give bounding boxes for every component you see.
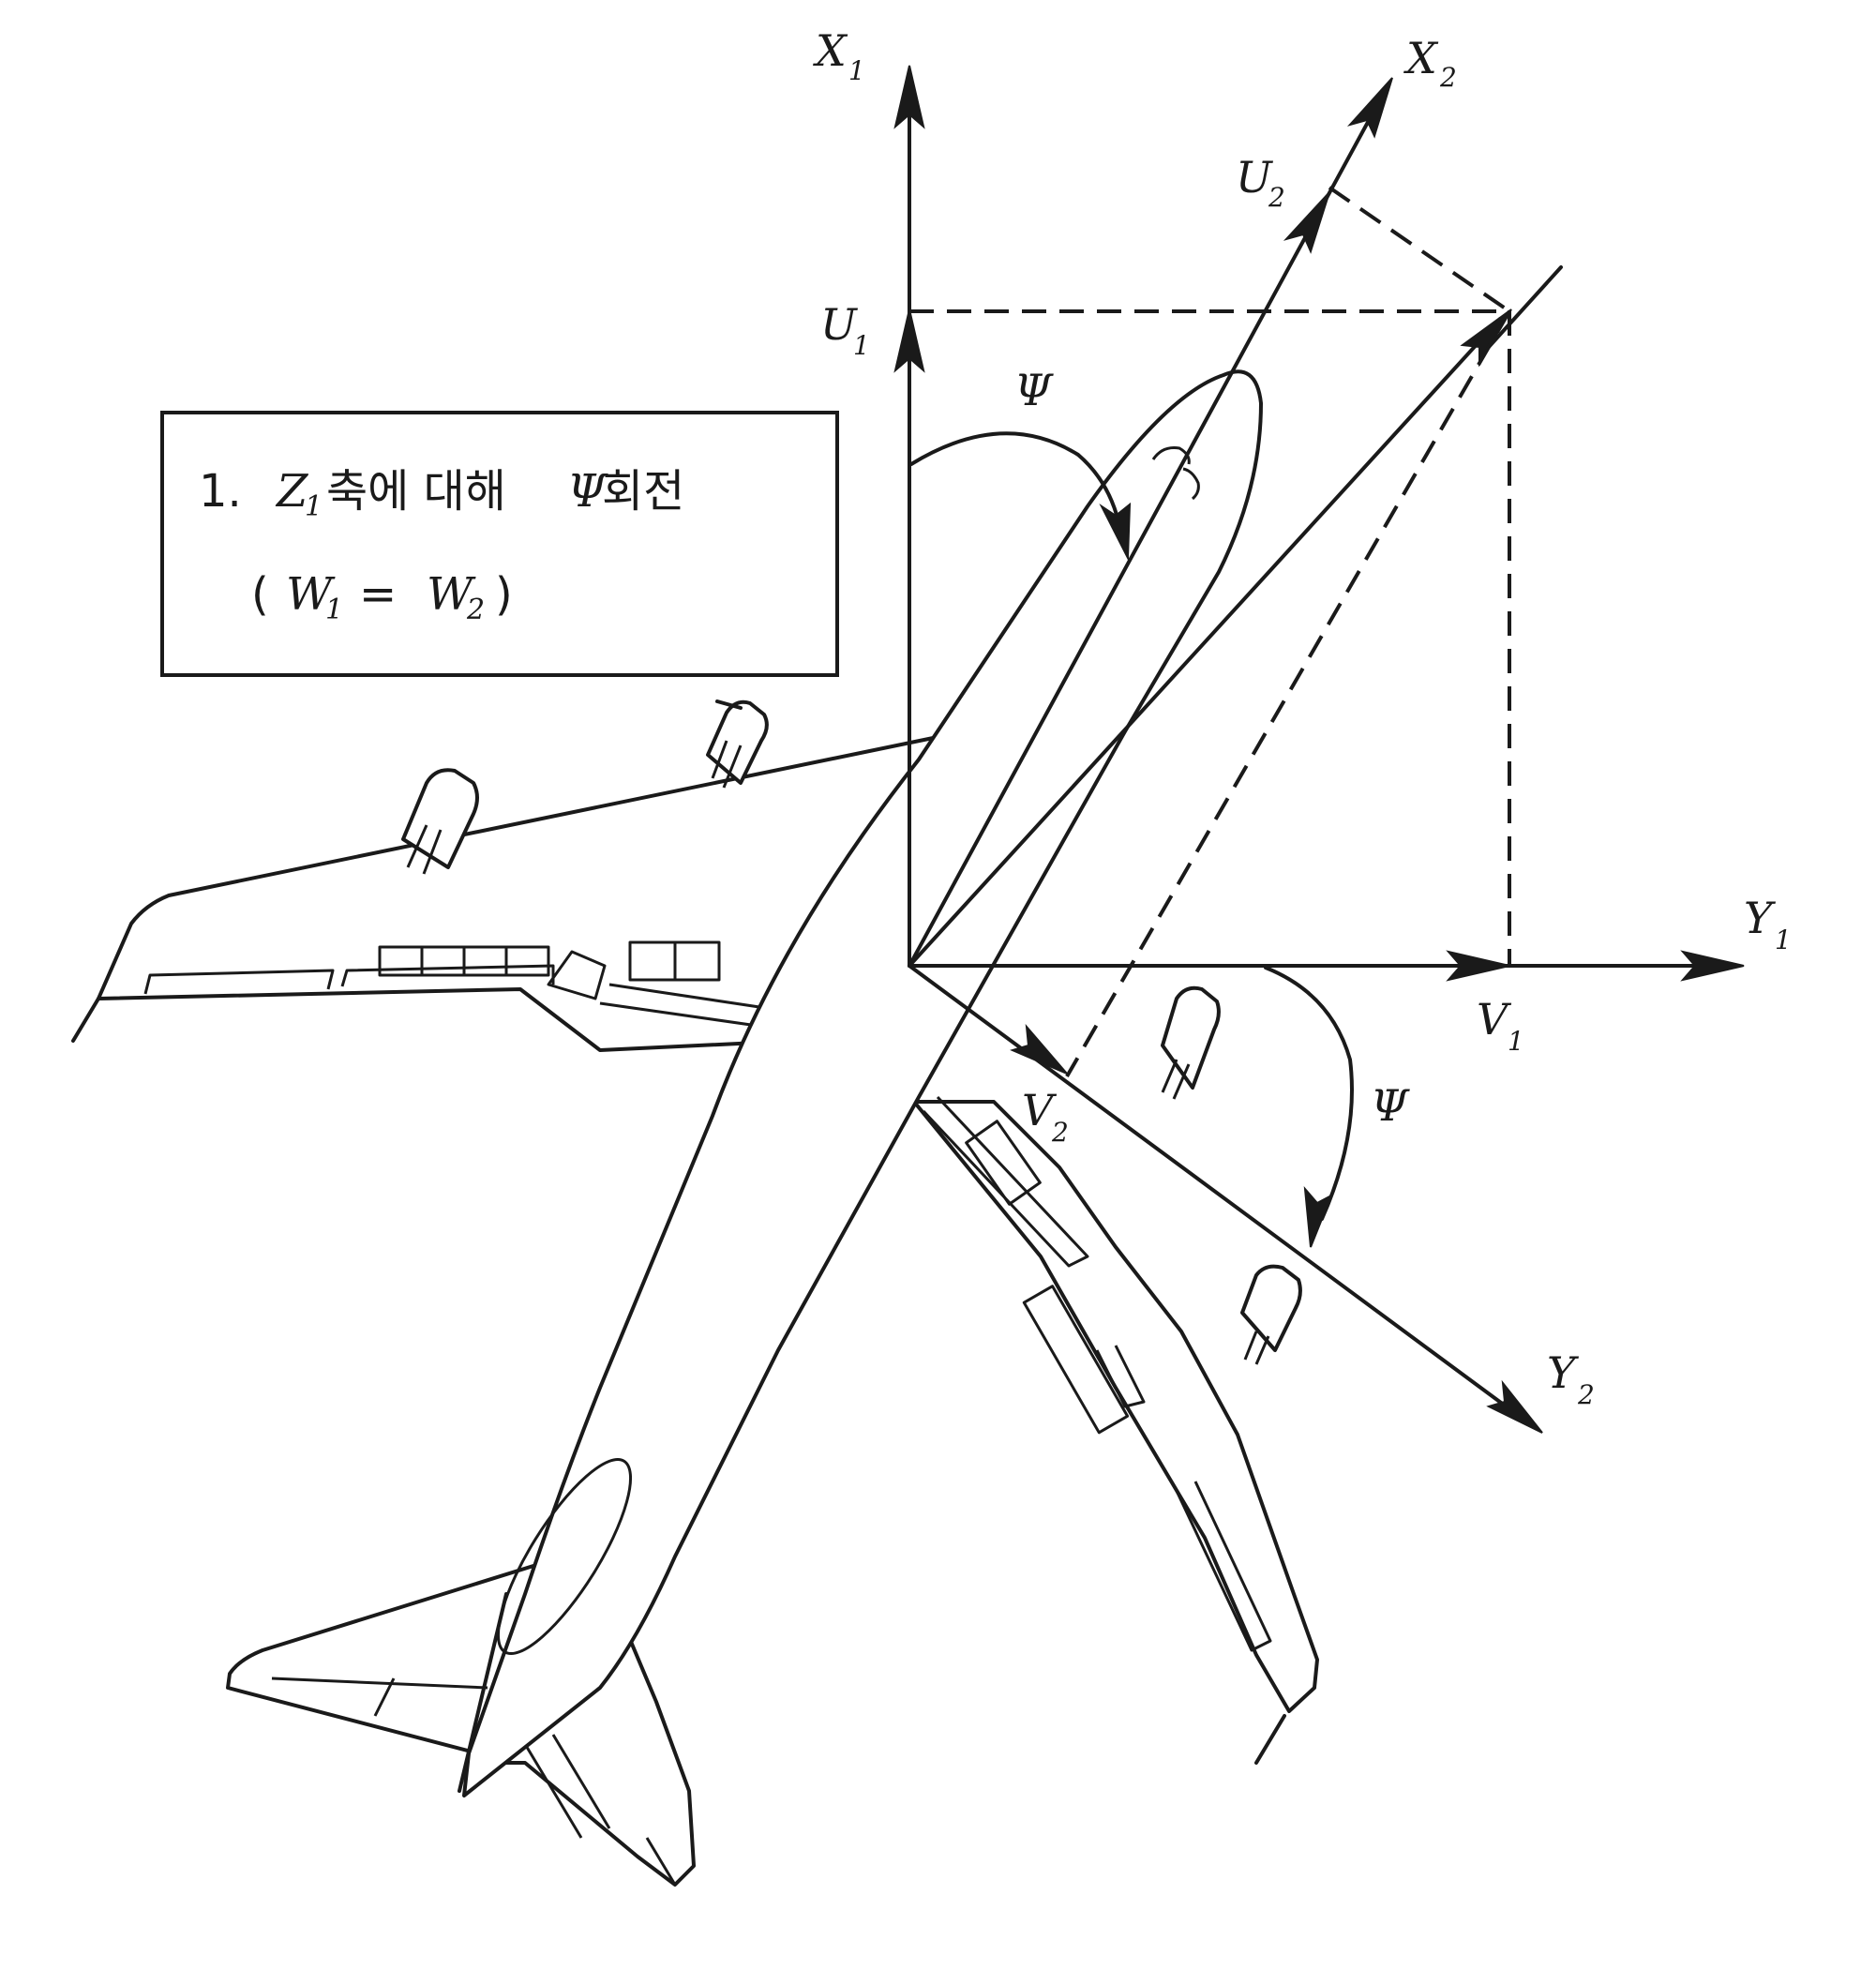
label-v1: V 1 bbox=[1477, 994, 1524, 1057]
caption-line-2: ( W 1 = W 2 ) bbox=[251, 568, 513, 626]
x1-axis bbox=[893, 65, 925, 968]
u1-vector-arrow bbox=[893, 308, 925, 373]
caption-box: 1. Z 1 축에 대해 Ψ 회전 ( W 1 = W 2 ) bbox=[160, 411, 839, 677]
y2-axis bbox=[908, 964, 1543, 1434]
svg-text:X: X bbox=[1403, 33, 1439, 83]
svg-text:2: 2 bbox=[1439, 62, 1457, 93]
label-psi-top: Ψ bbox=[1014, 365, 1054, 415]
left-wing bbox=[71, 699, 944, 1052]
v1-vector-arrow bbox=[1446, 950, 1510, 982]
v2-vector-arrow bbox=[1010, 1023, 1068, 1075]
svg-text:Y: Y bbox=[1744, 893, 1777, 943]
svg-text:V: V bbox=[1477, 994, 1512, 1045]
svg-text:U: U bbox=[1236, 152, 1274, 203]
psi-arc-right bbox=[1264, 966, 1354, 1248]
left-engine-inner bbox=[706, 699, 769, 789]
resultant-velocity-vector bbox=[908, 265, 1563, 968]
label-u1: U 1 bbox=[820, 299, 870, 361]
svg-text:2: 2 bbox=[1577, 1379, 1595, 1410]
label-x2: X 2 bbox=[1403, 33, 1457, 93]
caption-box-frame bbox=[160, 411, 839, 677]
right-wing bbox=[912, 985, 1319, 1765]
svg-text:2: 2 bbox=[1051, 1117, 1069, 1148]
svg-text:2: 2 bbox=[1268, 182, 1285, 213]
svg-text:1: 1 bbox=[848, 55, 865, 86]
label-v2: V 2 bbox=[1022, 1085, 1069, 1148]
svg-text:Ψ: Ψ bbox=[1014, 365, 1054, 415]
svg-text:X: X bbox=[813, 25, 848, 76]
right-engine-outer bbox=[1240, 1264, 1302, 1365]
label-y1: Y 1 bbox=[1744, 893, 1792, 955]
svg-text:1: 1 bbox=[1508, 1026, 1524, 1057]
label-x1: X 1 bbox=[813, 25, 865, 86]
svg-text:Y: Y bbox=[1547, 1347, 1580, 1398]
psi-arc-top bbox=[909, 431, 1132, 562]
projection-lines bbox=[909, 186, 1511, 1078]
svg-text:1: 1 bbox=[1775, 925, 1792, 955]
right-engine-inner bbox=[1161, 985, 1221, 1100]
airplane-drawing bbox=[71, 369, 1319, 1887]
label-psi-right: Ψ bbox=[1371, 1080, 1410, 1131]
caption-line-1: 1. Z 1 축에 대해 Ψ 회전 bbox=[199, 465, 684, 523]
label-u2: U 2 bbox=[1236, 152, 1285, 213]
x2-axis bbox=[908, 77, 1393, 968]
left-engine-outer bbox=[401, 768, 479, 875]
svg-text:U: U bbox=[820, 299, 859, 350]
label-y2: Y 2 bbox=[1547, 1347, 1595, 1410]
fuselage bbox=[458, 369, 1263, 1797]
u2-vector-arrow bbox=[1283, 191, 1330, 254]
y1-axis bbox=[908, 950, 1745, 982]
svg-text:1: 1 bbox=[853, 330, 870, 361]
svg-text:Ψ: Ψ bbox=[1371, 1080, 1410, 1131]
svg-text:V: V bbox=[1022, 1085, 1058, 1135]
